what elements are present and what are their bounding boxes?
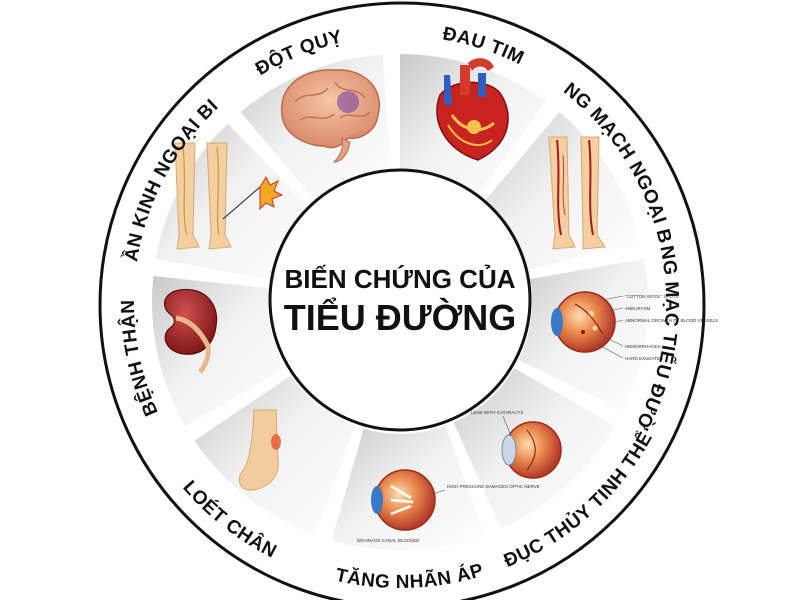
leg-arteries-icon — [548, 136, 606, 250]
retina-annotation-1: "COTTON WOOL" SPOTS — [625, 294, 679, 299]
retina-eye-icon: "COTTON WOOL" SPOTS ANEURYSM ABNORMAL GR… — [551, 291, 718, 361]
retina-annotation-4: HEMORRHAGES — [625, 344, 661, 349]
segment-divider — [150, 265, 270, 286]
segment-divider — [480, 102, 557, 199]
retina-annotation-5: HARD EXUDATES — [625, 356, 663, 361]
foot-ulcer-icon — [238, 409, 281, 491]
retina-annotation-3: ABNORMAL GROWTH OF BLOOD VESSELS — [625, 318, 718, 323]
brain-icon — [280, 69, 381, 163]
segment-divider — [185, 370, 289, 437]
heart-icon — [436, 58, 509, 161]
glaucoma-annotation-1: HIGH PRESSURE DAMAGES OPTIC NERVE — [447, 484, 540, 489]
segment-divider — [389, 50, 397, 171]
segment-divider — [515, 362, 624, 422]
nerve-legs-icon — [174, 142, 284, 250]
glaucoma-annotation-2: DRAINAGE CANAL BLOCKED — [357, 538, 420, 543]
center-title-line2: TIỂU ĐƯỜNG — [284, 296, 517, 338]
segment-divider — [320, 427, 361, 543]
glaucoma-eye-icon: HIGH PRESSURE DAMAGES OPTIC NERVE DRAINA… — [357, 469, 540, 543]
segment-dividers — [150, 50, 647, 543]
cataract-annotation: LENS WITH CATARACTS — [471, 410, 523, 415]
segment-divider — [448, 423, 496, 537]
segment-divider — [230, 113, 313, 205]
kidney-icon — [163, 288, 218, 374]
segment-divider — [528, 248, 647, 277]
retina-annotation-2: ANEURYSM — [625, 306, 651, 311]
center-title-line1: BIẾN CHỨNG CỦA — [284, 263, 515, 294]
cataract-eye-icon: LENS WITH CATARACTS — [471, 410, 562, 479]
center-circle — [268, 168, 532, 432]
